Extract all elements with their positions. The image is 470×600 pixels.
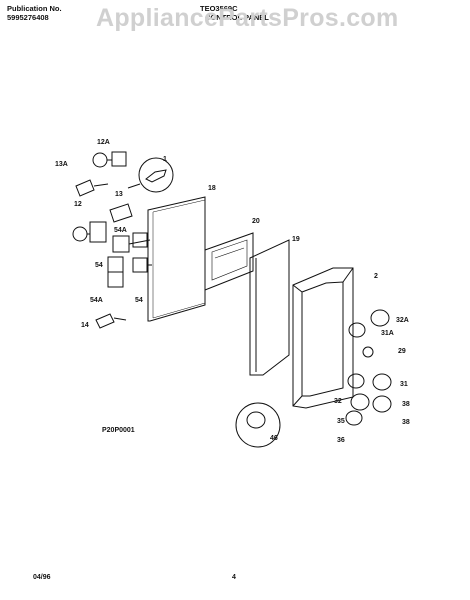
control-knobs	[345, 309, 392, 426]
control-panel-board	[147, 196, 206, 322]
callout-31a: 31A	[381, 330, 394, 337]
infinite-switches	[107, 232, 152, 288]
page-number: 4	[232, 574, 236, 581]
publication-label: Publication No.	[7, 4, 62, 13]
diagram-code: P20P0001	[102, 427, 135, 434]
watermark: AppliancePartsPros.com	[96, 4, 399, 32]
terminal-block-detail	[127, 157, 174, 193]
section-title: CONTROL PANEL	[205, 13, 269, 22]
clip-14	[95, 313, 127, 329]
footer-date: 04/96	[33, 574, 51, 581]
switch-13	[109, 203, 133, 223]
knob-detail	[235, 402, 281, 448]
callout-54-1: 54	[95, 262, 103, 269]
callout-46: 46	[270, 435, 278, 442]
callout-36: 36	[337, 437, 345, 444]
callout-32a: 32A	[396, 317, 409, 324]
thermostat-12a	[92, 151, 127, 168]
callout-13: 13	[115, 191, 123, 198]
callout-20: 20	[252, 218, 260, 225]
publication-number: 5995276408	[7, 13, 49, 22]
callout-32: 32	[334, 398, 342, 405]
callout-12a: 12A	[97, 139, 110, 146]
callout-14: 14	[81, 322, 89, 329]
callout-13a: 13A	[55, 161, 68, 168]
control-glass-panel	[249, 239, 290, 376]
callout-29: 29	[398, 348, 406, 355]
callout-54a-2: 54A	[90, 297, 103, 304]
clock-timer-module	[204, 232, 254, 291]
callout-19: 19	[292, 236, 300, 243]
callout-35: 35	[337, 418, 345, 425]
callout-2: 2	[374, 273, 378, 280]
front-trim-frame	[292, 267, 354, 409]
callout-1: 1	[163, 156, 167, 163]
callout-54a-1: 54A	[114, 227, 127, 234]
callout-31: 31	[400, 381, 408, 388]
callout-54-2: 54	[135, 297, 143, 304]
callout-38-1: 38	[402, 401, 410, 408]
thermostat-12	[72, 221, 107, 243]
callout-12: 12	[74, 201, 82, 208]
callout-18: 18	[208, 185, 216, 192]
callout-38-2: 38	[402, 419, 410, 426]
model-number: TEO3569C	[200, 4, 238, 13]
switch-13a	[75, 179, 109, 197]
